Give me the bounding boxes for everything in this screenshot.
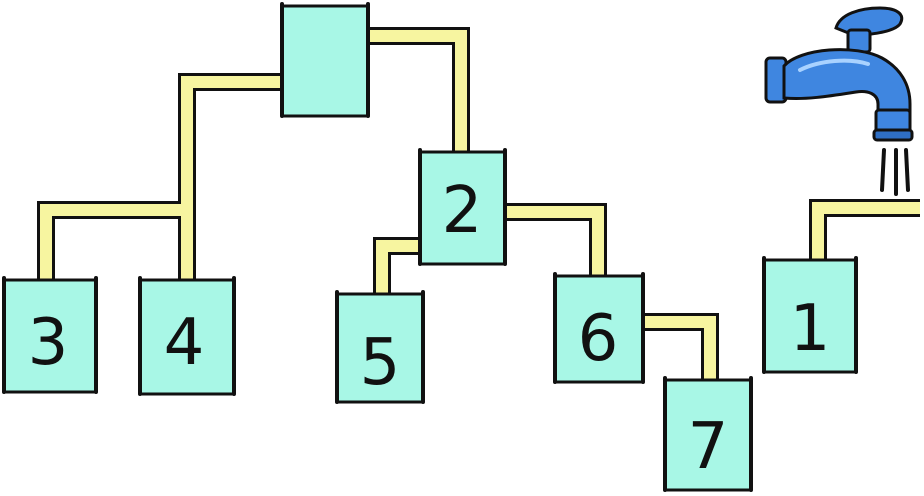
tank-label: 1	[790, 292, 831, 366]
pipe-t2-to-t6	[505, 203, 607, 278]
tank-label: 6	[578, 302, 619, 376]
pipe-t6-to-t7	[643, 313, 719, 382]
tank-3: 3	[2, 276, 98, 394]
pipe-faucet-to-t1	[809, 199, 920, 262]
tank-4: 4	[138, 276, 236, 396]
tank-label: 5	[360, 326, 401, 400]
tank-2: 2	[418, 148, 507, 266]
tank-top	[280, 2, 370, 118]
pipe-top-to-t3-t4	[37, 73, 282, 282]
tank-label: 4	[164, 306, 205, 380]
tank-5: 5	[335, 290, 425, 404]
tank-label: 3	[28, 306, 69, 380]
tank-1: 1	[762, 256, 858, 374]
tank-7: 7	[663, 376, 753, 492]
pipes	[37, 27, 920, 382]
tank-label: 2	[442, 174, 483, 248]
tank-label: 7	[688, 410, 729, 484]
faucet-icon	[764, 6, 914, 196]
tank-6: 6	[553, 272, 645, 384]
pipe-top-to-t2	[368, 27, 470, 152]
pipe-t2-to-t5	[373, 237, 420, 296]
